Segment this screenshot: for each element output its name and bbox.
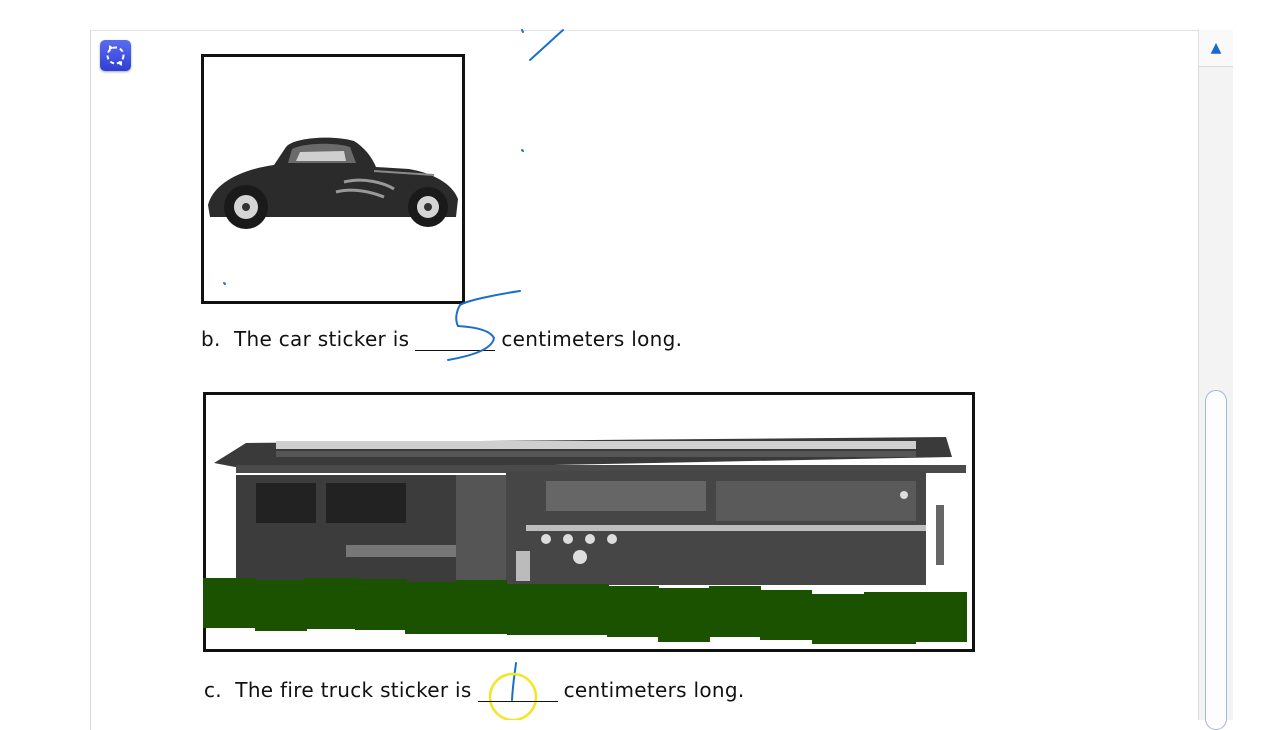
question-c-text-before: The fire truck sticker is xyxy=(235,678,472,702)
question-b-text-after: centimeters long. xyxy=(501,327,683,351)
answer-blank-c[interactable] xyxy=(477,681,558,702)
up-arrow-icon: ▲ xyxy=(1210,40,1222,56)
answer-blank-b[interactable] xyxy=(415,330,496,351)
question-c-text-after: centimeters long. xyxy=(563,678,745,702)
car-sticker-image xyxy=(201,54,465,304)
scroll-up-button[interactable]: ▲ xyxy=(1199,30,1233,67)
fire-truck-sticker-image xyxy=(203,392,975,652)
scroll-thumb[interactable] xyxy=(1205,390,1227,730)
question-b-label: b. xyxy=(201,327,221,351)
rotate-arrows-icon xyxy=(106,45,125,66)
rotate-tool-button[interactable] xyxy=(100,40,131,71)
vertical-scrollbar[interactable]: ▲ xyxy=(1198,30,1233,730)
question-c-label: c. xyxy=(204,678,222,702)
question-b: b. The car sticker is centimeters long. xyxy=(201,327,682,351)
question-c: c. The fire truck sticker is centimeters … xyxy=(204,678,745,702)
question-b-text-before: The car sticker is xyxy=(233,327,410,351)
